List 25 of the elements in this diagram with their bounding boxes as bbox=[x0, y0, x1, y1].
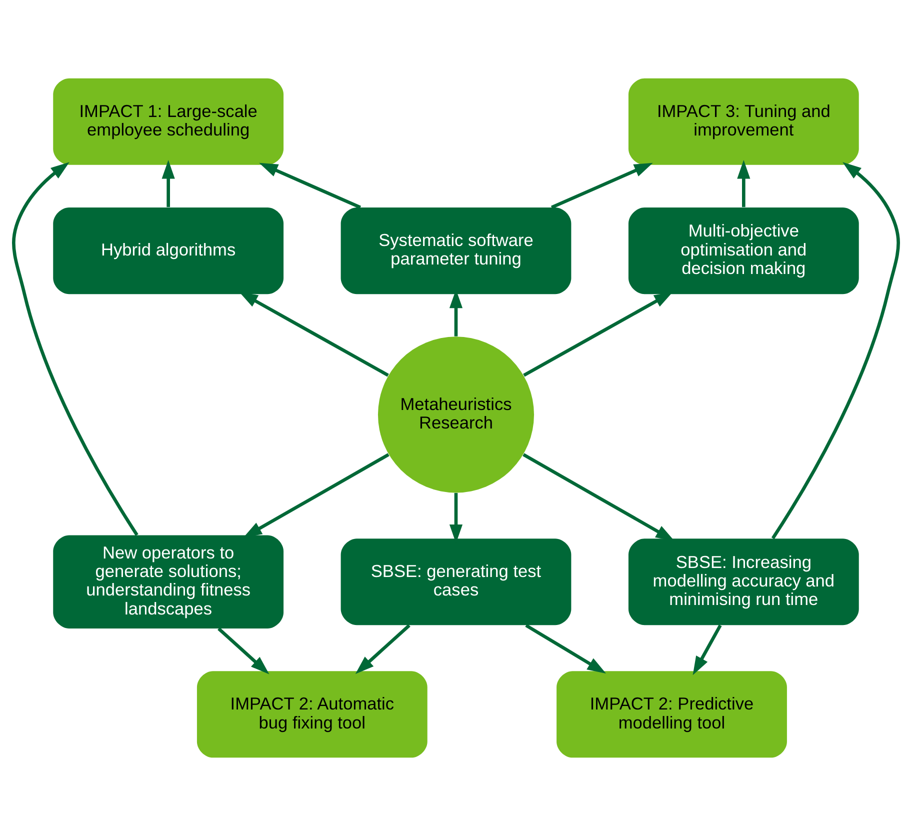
node-box: IMPACT 3: Tuning and improvement bbox=[628, 78, 859, 165]
node-box: SBSE: Increasing modelling accuracy and minimising run time bbox=[628, 538, 859, 626]
arrow bbox=[259, 162, 362, 209]
node-box: IMPACT 2: Predictive modelling tool bbox=[556, 671, 787, 758]
arrow bbox=[243, 453, 390, 538]
node-box: IMPACT 2: Automatic bug fixing tool bbox=[196, 671, 428, 758]
node-box: Systematic software parameter tuning bbox=[340, 208, 572, 294]
arrow bbox=[522, 453, 674, 541]
node-box: SBSE: generating test cases bbox=[340, 538, 572, 626]
arrow bbox=[355, 624, 410, 674]
arrow bbox=[162, 160, 175, 208]
arrow bbox=[771, 162, 900, 540]
arrow bbox=[523, 292, 673, 377]
node-box: Hybrid algorithms bbox=[53, 208, 284, 294]
arrow bbox=[239, 292, 389, 377]
arrow bbox=[218, 627, 270, 674]
node-box: Multi-objective optimisation and decision making bbox=[628, 208, 859, 294]
node-circle: Metaheuristics Research bbox=[378, 336, 534, 493]
node-box: IMPACT 1: Large-scale employee scheduling bbox=[53, 78, 284, 165]
arrow bbox=[525, 624, 606, 674]
arrow bbox=[12, 162, 138, 536]
arrow bbox=[692, 624, 722, 676]
node-box: New operators to generate solutions; understanding fitness landscapes bbox=[53, 535, 284, 628]
arrow bbox=[550, 162, 653, 209]
arrow bbox=[737, 160, 750, 208]
